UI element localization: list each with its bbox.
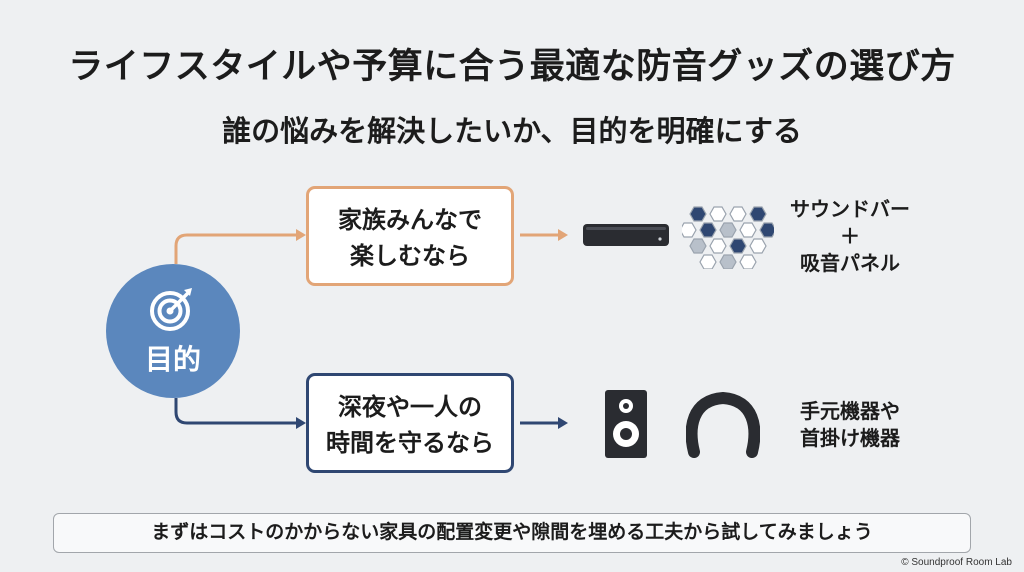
result-bottom-line1: 手元機器や [800, 399, 900, 423]
page-title: ライフスタイルや予算に合う最適な防音グッズの選び方 [68, 47, 956, 87]
neck-speaker-icon [686, 391, 760, 458]
arrowhead-bottom-right [558, 417, 568, 429]
purpose-label: 目的 [144, 343, 201, 376]
arrowhead-top [296, 229, 306, 241]
arrowhead-top-right [558, 229, 568, 241]
hexagon-panel-icon [682, 206, 774, 269]
result-bottom: 手元機器や 首掛け機器 [780, 398, 920, 452]
purpose-node: 目的 [106, 264, 240, 398]
condition-family-line1: 家族みんなで [338, 206, 482, 234]
result-top-line1: サウンドバー [790, 197, 910, 221]
page-subtitle: 誰の悩みを解決したいか、目的を明確にする [222, 114, 802, 148]
target-icon [150, 288, 192, 331]
result-bottom-line2: 首掛け機器 [800, 426, 900, 450]
condition-family-line2: 楽しむなら [350, 242, 470, 270]
soundbar-icon [583, 224, 669, 246]
arrowhead-bottom [296, 417, 306, 429]
condition-night-line2: 時間を守るなら [326, 429, 494, 457]
result-top-line2: 吸音パネル [800, 251, 900, 275]
speaker-icon [605, 390, 647, 458]
footer-tip: まずはコストのかからない家具の配置変更や隙間を埋める工夫から試してみましょう [53, 513, 971, 553]
result-top: サウンドバー ＋ 吸音パネル [780, 196, 920, 277]
copyright-credit: © Soundproof Room Lab [901, 557, 1012, 568]
condition-night-line1: 深夜や一人の [338, 393, 482, 421]
connector-bottom [174, 398, 298, 425]
result-top-plus: ＋ [840, 224, 860, 248]
connector-top [174, 233, 298, 264]
condition-night-box: 深夜や一人の 時間を守るなら [306, 373, 514, 473]
condition-family-box: 家族みんなで 楽しむなら [306, 186, 514, 286]
